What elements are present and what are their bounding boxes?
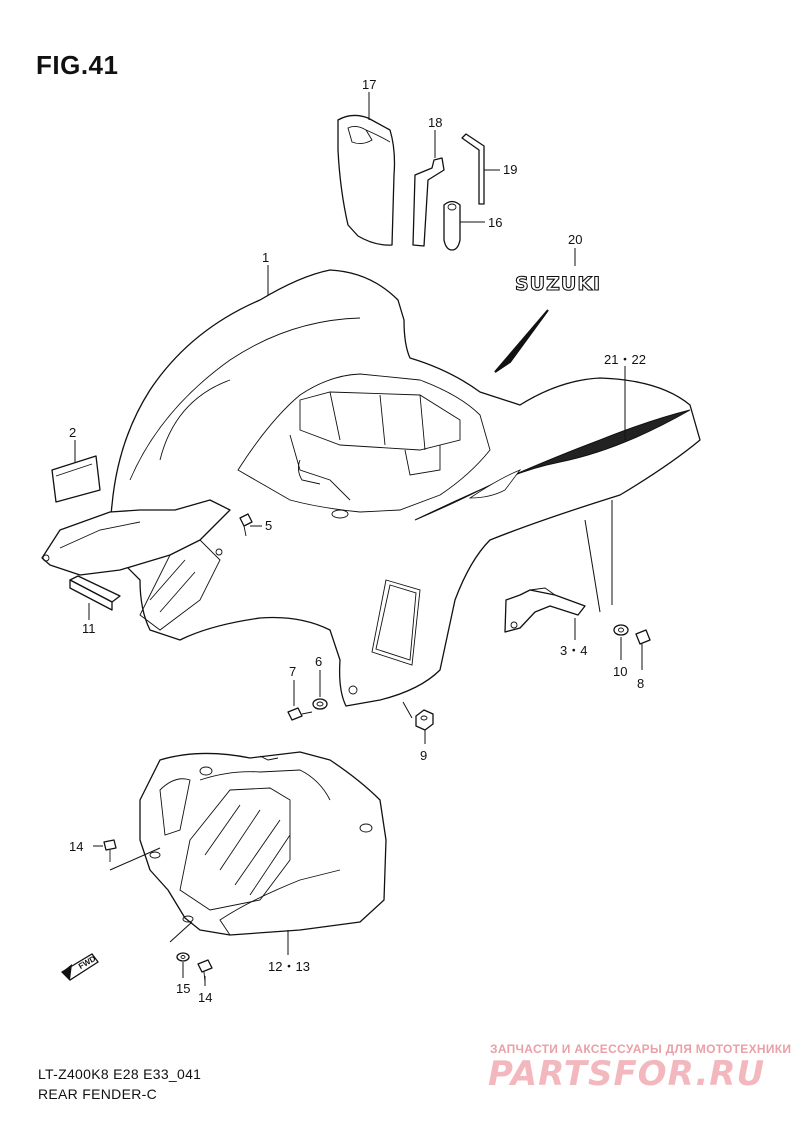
callout-1: 1 (262, 250, 269, 265)
part-9-nut (415, 709, 434, 731)
forward-direction-arrow-icon (60, 953, 99, 981)
callout-5: 5 (265, 518, 272, 533)
watermark-tagline: ЗАПЧАСТИ И АКСЕССУАРЫ ДЛЯ МОТОТЕХНИКИ (490, 1042, 792, 1056)
left-mudguard-extension (41, 499, 231, 576)
callout-16: 16 (488, 215, 502, 230)
callout-17: 17 (362, 77, 376, 92)
callout-3-4: 3・4 (560, 643, 587, 658)
callout-19: 19 (503, 162, 517, 177)
part-3-4-bracket (504, 587, 586, 633)
figure-title: FIG.41 (36, 50, 119, 80)
part-1-rear-fender (110, 269, 701, 707)
part-6-grommet (312, 698, 328, 710)
part-14-screw-upper (103, 839, 117, 862)
callout-10: 10 (613, 664, 627, 679)
callout-21-22: 21・22 (604, 352, 646, 367)
part-18-wrench (412, 157, 445, 247)
part-15-washer (176, 952, 190, 962)
part-5-screw (239, 513, 253, 537)
callout-14-upper: 14 (69, 839, 83, 854)
callout-2: 2 (69, 425, 76, 440)
watermark-logo: PARTSFOR.RU (488, 1054, 766, 1094)
part-2-reflector (51, 455, 101, 503)
part-11-cushion (69, 575, 121, 611)
callout-14-lower: 14 (198, 990, 212, 1005)
diagram-name: REAR FENDER-C (38, 1086, 158, 1102)
callout-8: 8 (637, 676, 644, 691)
callout-12-13: 12・13 (268, 959, 310, 974)
diagram-code: LT-Z400K8 E28 E33_041 (38, 1066, 202, 1082)
callout-15: 15 (176, 981, 190, 996)
callout-6: 6 (315, 654, 322, 669)
part-19-hex-key (461, 133, 485, 205)
callout-9: 9 (420, 748, 427, 763)
callout-11: 11 (82, 621, 96, 636)
part-10-washer (613, 624, 629, 636)
callout-18: 18 (428, 115, 442, 130)
part-17-tool-cover (337, 114, 396, 246)
suzuki-decal-text: SUZUKI (515, 273, 601, 295)
callout-20: 20 (568, 232, 582, 247)
callout-7: 7 (289, 664, 296, 679)
part-16-socket-tool (443, 200, 461, 251)
part-8-bolt (635, 629, 651, 645)
part-12-13-mudguard (139, 751, 387, 936)
part-7-screw (287, 707, 313, 721)
assembly-arrow-icon (494, 309, 549, 373)
